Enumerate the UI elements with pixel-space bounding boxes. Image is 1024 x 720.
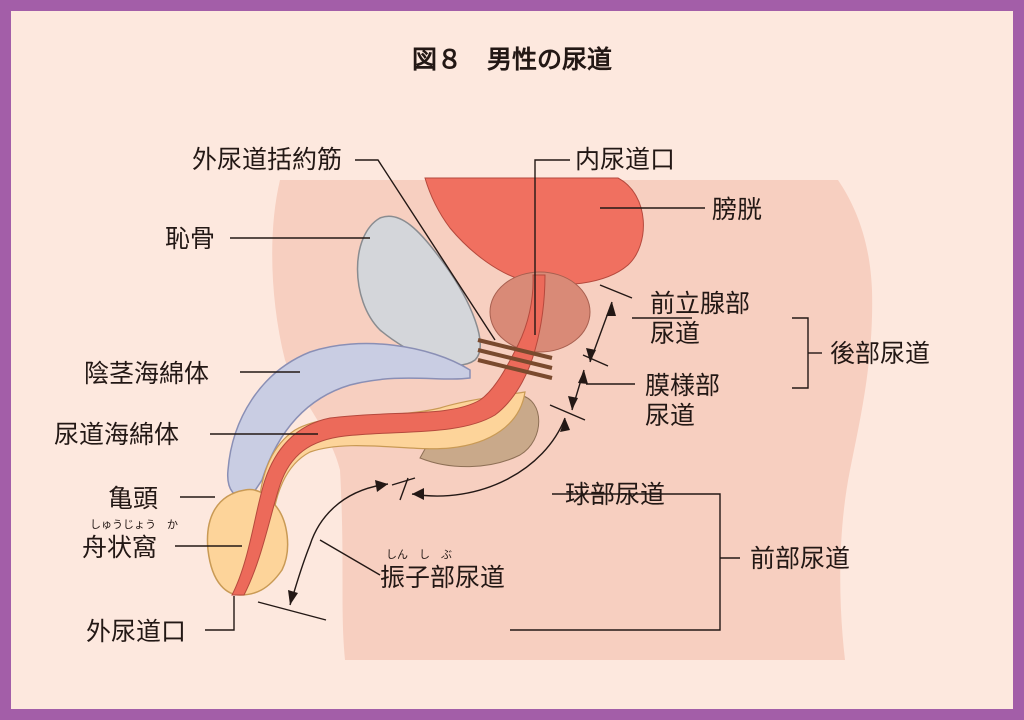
- label-posterior-urethra: 後部尿道: [830, 339, 930, 368]
- label-membranous-urethra-line1: 膜様部: [645, 371, 720, 400]
- label-external-orifice: 外尿道口: [86, 617, 186, 646]
- urethra: [231, 274, 546, 596]
- label-internal-orifice: 内尿道口: [575, 145, 675, 174]
- leader-lines: [175, 159, 822, 631]
- label-glans: 亀頭: [108, 484, 158, 513]
- corpus-cavernosum: [227, 342, 471, 499]
- label-external-sphincter: 外尿道括約筋: [192, 145, 342, 174]
- label-corpus-spongiosum: 尿道海綿体: [54, 420, 179, 449]
- label-pubis: 恥骨: [165, 224, 215, 253]
- dimension-arrows: [288, 301, 616, 606]
- label-prostatic-urethra-line2: 尿道: [650, 319, 700, 348]
- label-bladder: 膀胱: [712, 195, 762, 224]
- label-prostatic-urethra-line1: 前立腺部: [650, 289, 750, 318]
- label-fossa-navicularis: 舟状窩: [82, 533, 157, 562]
- external-sphincter: [477, 338, 553, 380]
- label-pendulous-urethra: 振子部尿道: [380, 563, 505, 592]
- ruby-pendulous: しん し ぶ: [386, 548, 452, 561]
- figure-title: 図８ 男性の尿道: [412, 45, 612, 74]
- label-bulbous-urethra: 球部尿道: [565, 480, 665, 509]
- label-corpus-cavernosum: 陰茎海綿体: [84, 359, 209, 388]
- pubic-bone: [356, 215, 481, 366]
- label-membranous-urethra-line2: 尿道: [645, 401, 695, 430]
- label-anterior-urethra: 前部尿道: [750, 544, 850, 573]
- ruby-fossa: しゅうじょう か: [90, 518, 178, 531]
